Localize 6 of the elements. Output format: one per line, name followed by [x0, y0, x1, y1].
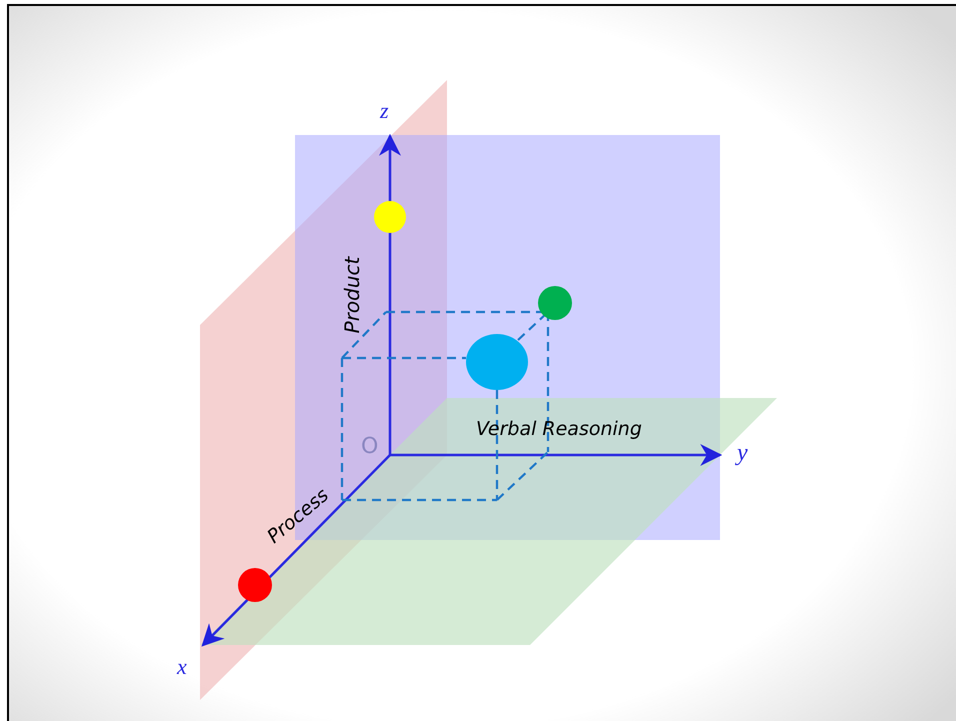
origin-label: O [361, 434, 378, 459]
axis-label: x [177, 654, 187, 680]
axis-label: z [380, 98, 389, 124]
axis-title: Verbal Reasoning [476, 418, 642, 440]
axis-title: Product [340, 256, 364, 334]
axis-label: y [737, 440, 748, 467]
